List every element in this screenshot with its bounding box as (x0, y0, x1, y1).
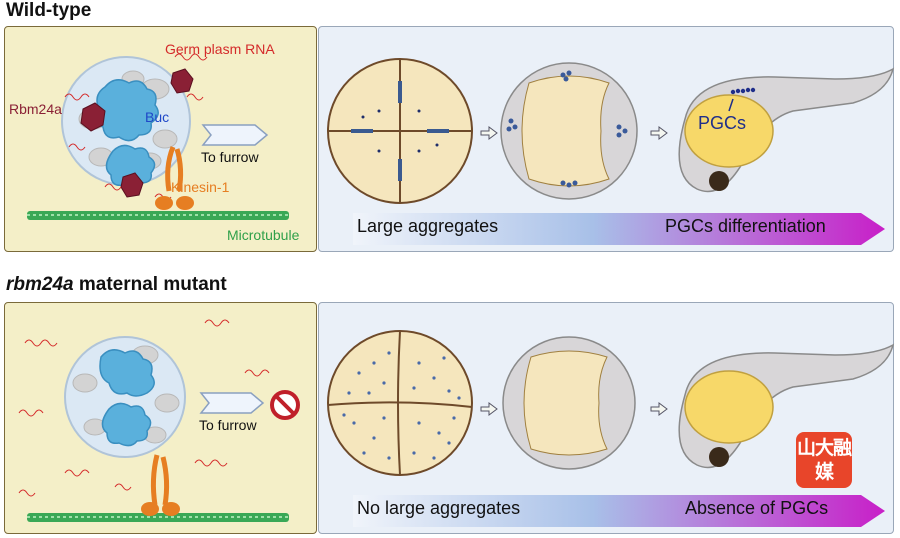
buc-label: Buc (145, 109, 170, 125)
wildtype-bar-left-label: Large aggregates (357, 216, 499, 236)
kinesin-motor (155, 146, 194, 210)
buc-aggregate (95, 79, 159, 189)
wildtype-progress-bar (353, 213, 885, 245)
wildtype-title: Wild-type (6, 0, 92, 21)
wildtype-development-panel: PGCs Large aggregates PGCs differentiati… (318, 26, 895, 252)
larva-embryo (678, 67, 895, 193)
mutant-bar-right-label: Absence of PGCs (685, 498, 829, 518)
to-furrow-arrow (201, 124, 269, 146)
mutant-bar-left-label: No large aggregates (357, 498, 521, 518)
wildtype-molecular-panel: Germ plasm RNA Rbm24a Buc To furrow Kine… (4, 26, 317, 252)
mutant-development-illustration (327, 330, 895, 527)
wildtype-bar-right-label: PGCs differentiation (665, 216, 826, 236)
mutant-title: rbm24a maternal mutant (6, 274, 227, 295)
mutant-molecular-illustration (18, 319, 300, 522)
microtubule-shape (27, 211, 289, 220)
blocked-icon (270, 390, 300, 420)
mutant-to-furrow-label: To furrow (199, 417, 257, 433)
pgcs-label: PGCs (698, 113, 747, 133)
sphere-stage-embryo (500, 62, 638, 200)
four-cell-embryo (327, 58, 473, 204)
rbm24a-label: Rbm24a (9, 101, 62, 117)
mutant-progress-bar (353, 495, 885, 527)
microtubule-label: Microtubule (227, 227, 300, 243)
rbm24a-protein (80, 68, 194, 198)
kinesin-label: Kinesin-1 (171, 179, 230, 195)
mutant-molecular-panel: To furrow (4, 302, 317, 534)
wildtype-molecular-illustration (27, 53, 289, 220)
mutant-development-panel: No large aggregates Absence of PGCs (318, 302, 895, 534)
watermark-logo: 山大融媒 (796, 432, 852, 488)
wildtype-development-illustration (327, 58, 895, 245)
to-furrow-label: To furrow (201, 149, 259, 165)
germ-plasm-rna-label: Germ plasm RNA (165, 41, 275, 57)
